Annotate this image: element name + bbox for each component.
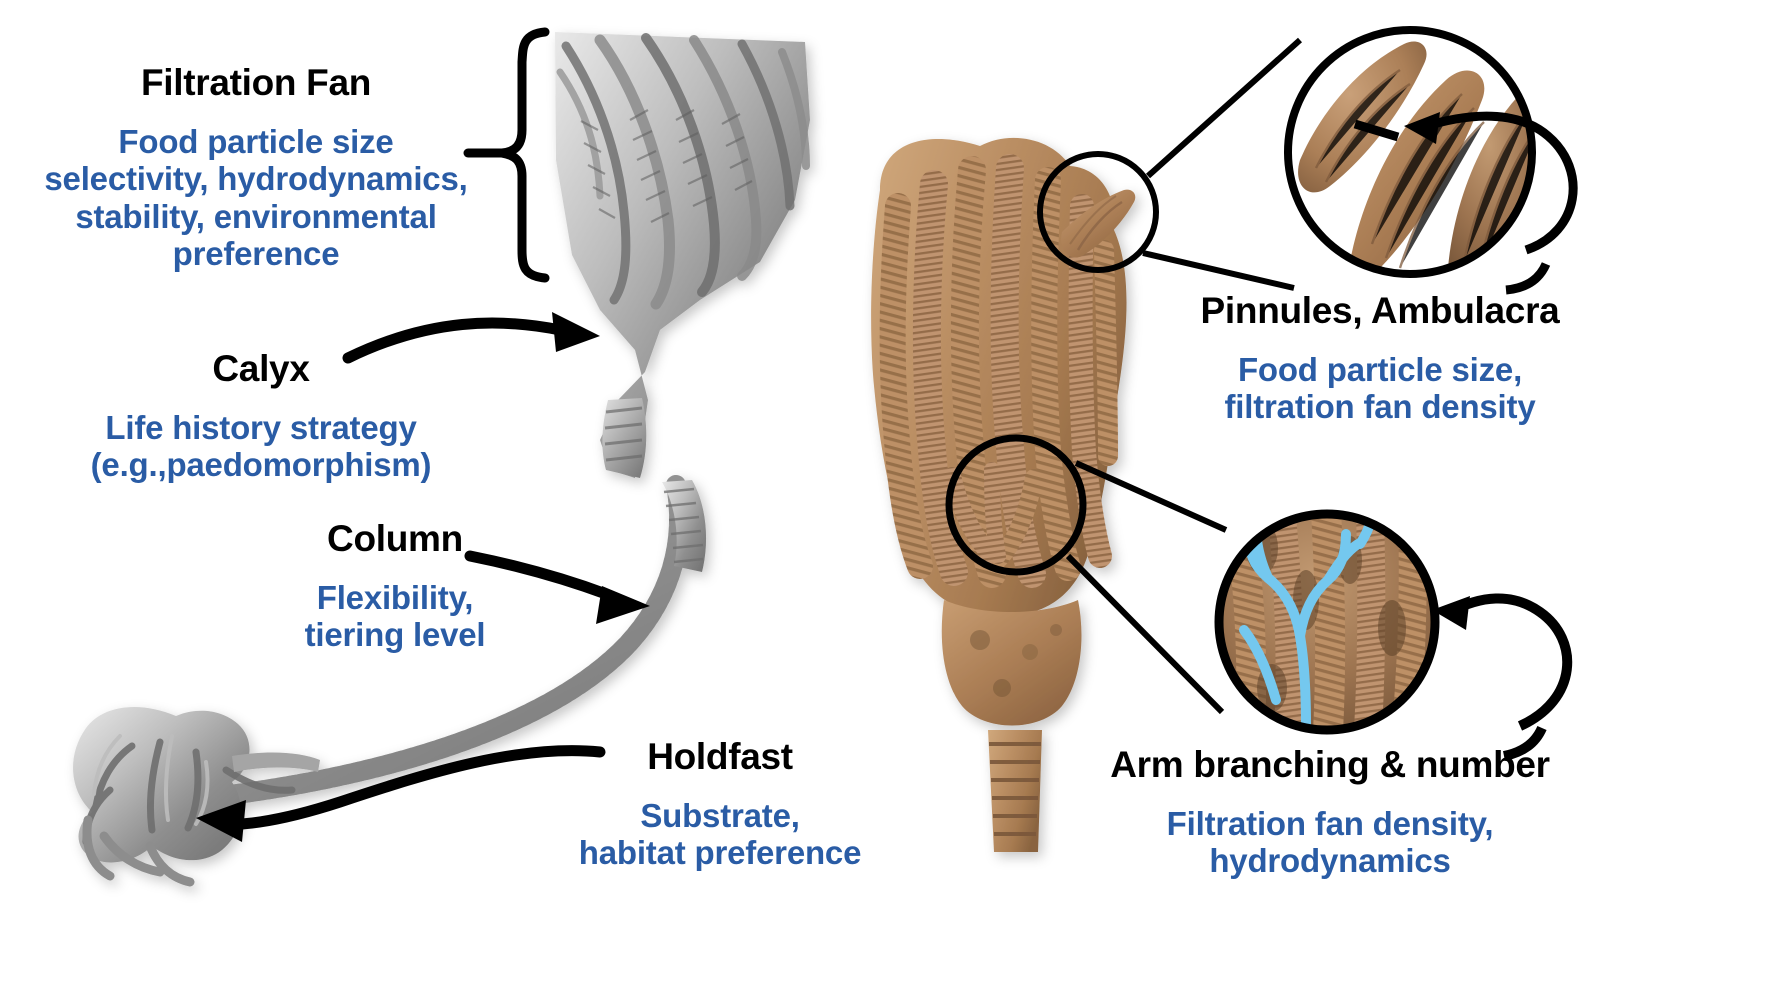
left-holdfast <box>73 706 320 887</box>
pinnules-inset-group <box>1037 26 1578 295</box>
arm-branch-leader-upper <box>1074 460 1228 533</box>
pinnules-source-circle <box>1037 151 1159 273</box>
label-arm-branching: Arm branching & number Filtration fan de… <box>1010 726 1650 898</box>
filtration-fan-brace <box>497 27 550 283</box>
label-pinnules-ambulacra: Pinnules, Ambulacra Food particle size, … <box>1095 272 1665 444</box>
calyx-arrow-shaft <box>342 317 566 364</box>
holdfast-subtitle: Substrate, habitat preference <box>578 796 862 872</box>
arm-branching-title: Arm branching & number <box>1110 744 1550 786</box>
pinnules-hook-arrow <box>1418 111 1578 255</box>
filtration-fan-title: Filtration Fan <box>140 62 372 104</box>
left-column-ossicles <box>663 487 704 564</box>
label-column: Column Flexibility, tiering level <box>230 500 560 672</box>
pinnules-leader-upper <box>1145 37 1303 179</box>
label-filtration-fan: Filtration Fan Food particle size select… <box>6 44 506 291</box>
right-calyx-texture <box>970 624 1062 697</box>
holdfast-title: Holdfast <box>647 736 793 778</box>
label-calyx: Calyx Life history strategy (e.g.,paedom… <box>46 330 476 502</box>
arm-branch-hook-arrow <box>1447 593 1573 731</box>
pinnules-leader-lower <box>1142 250 1295 291</box>
column-title: Column <box>327 518 463 560</box>
holdfast-arrowhead <box>196 800 246 842</box>
label-holdfast: Holdfast Substrate, habitat preference <box>520 718 920 890</box>
arm-branching-inset-group <box>945 434 1573 761</box>
pinnules-title: Pinnules, Ambulacra <box>1200 290 1560 332</box>
calyx-title: Calyx <box>212 348 310 390</box>
column-arrowhead <box>596 586 650 624</box>
right-stem-ossicles <box>989 742 1041 836</box>
filtration-fan-subtitle: Food particle size selectivity, hydrodyn… <box>44 122 468 273</box>
left-pinnule-hatching <box>580 109 753 223</box>
left-column-ossicle-ticks <box>168 475 690 810</box>
pinnules-hook-tail <box>1505 262 1551 295</box>
pinnules-subtitle: Food particle size, filtration fan densi… <box>1224 350 1536 426</box>
pinnules-arrowhead <box>1404 112 1440 144</box>
left-crown-arms <box>556 33 810 310</box>
right-pinnule-tip <box>1061 189 1136 258</box>
pinnules-inset-circle <box>1284 26 1536 278</box>
arm-branch-leader-lower <box>1065 553 1225 715</box>
calyx-arrowhead <box>552 312 600 352</box>
arm-branching-subtitle: Filtration fan density, hydrodynamics <box>1166 804 1494 880</box>
arm-branch-inset-circle <box>1214 509 1440 735</box>
pinnules-inset-content <box>1288 30 1532 274</box>
left-specimen-grayscale-crinoid <box>73 32 810 887</box>
right-calyx <box>941 600 1082 726</box>
arm-branch-source-circle <box>945 434 1087 576</box>
arm-branch-hook-tail <box>1502 725 1547 761</box>
pinnules-arrow-shaft-tip <box>1353 119 1400 142</box>
arm-branch-arrowhead <box>1432 596 1470 630</box>
holdfast-arrow-shaft <box>236 745 606 830</box>
column-subtitle: Flexibility, tiering level <box>304 578 486 654</box>
calyx-subtitle: Life history strategy (e.g.,paedomorphis… <box>90 408 432 484</box>
left-neck-ossicles <box>604 406 643 462</box>
column-arrow-shaft <box>464 550 612 600</box>
